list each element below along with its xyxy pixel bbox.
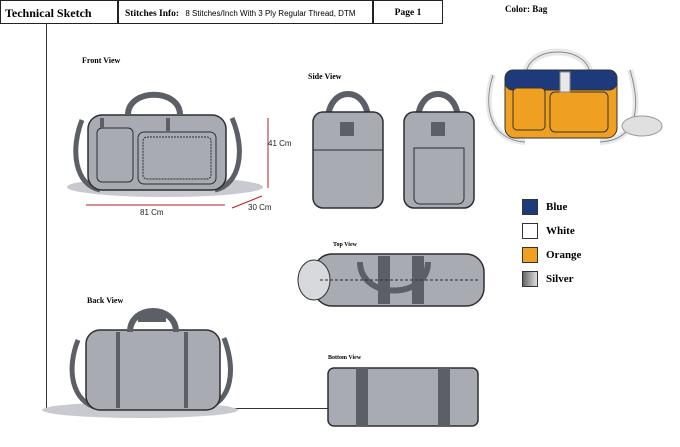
swatch-silver-label: Silver bbox=[546, 273, 574, 285]
swatch-white-label: White bbox=[546, 225, 575, 237]
bottom-view-label: Bottom View bbox=[328, 355, 362, 361]
front-view-label: Front View bbox=[82, 56, 121, 65]
frame-bottom-rule bbox=[46, 408, 456, 409]
dim-depth: 30 Cm bbox=[248, 203, 272, 212]
page-number: Page 1 bbox=[373, 0, 443, 24]
sheet-title: Technical Sketch bbox=[0, 0, 118, 24]
swatch-white: White bbox=[522, 223, 575, 239]
back-view-drawing bbox=[42, 308, 238, 418]
top-view-drawing bbox=[297, 253, 485, 307]
side-view-label: Side View bbox=[308, 72, 342, 81]
swatch-blue: Blue bbox=[522, 199, 567, 215]
dim-width: 81 Cm bbox=[140, 208, 164, 217]
swatch-silver-chip bbox=[522, 271, 538, 287]
swatch-orange-label: Orange bbox=[546, 249, 582, 261]
swatch-blue-label: Blue bbox=[546, 201, 568, 213]
color-rendering-drawing bbox=[485, 48, 663, 145]
front-view-drawing bbox=[67, 91, 269, 209]
stitches-info-value: 8 Stitches/Inch With 3 Ply Regular Threa… bbox=[185, 9, 356, 18]
top-view-label: Top View bbox=[333, 242, 357, 248]
color-label: Color: Bag bbox=[505, 4, 548, 14]
stitches-info-label: Stitches Info: bbox=[125, 9, 180, 19]
swatch-silver: Silver bbox=[522, 271, 574, 287]
side-view-drawing-2 bbox=[403, 91, 475, 209]
back-view-label: Back View bbox=[87, 296, 124, 305]
dim-height: 41 Cm bbox=[268, 139, 292, 148]
side-view-drawing-1 bbox=[312, 91, 384, 209]
swatch-orange-chip bbox=[522, 247, 538, 263]
swatch-white-chip bbox=[522, 223, 538, 239]
swatch-orange: Orange bbox=[522, 247, 581, 263]
swatch-blue-chip bbox=[522, 199, 538, 215]
frame-left-rule bbox=[46, 24, 47, 409]
bottom-view-drawing bbox=[327, 367, 479, 427]
stitches-info: Stitches Info: 8 Stitches/Inch With 3 Pl… bbox=[118, 0, 373, 24]
